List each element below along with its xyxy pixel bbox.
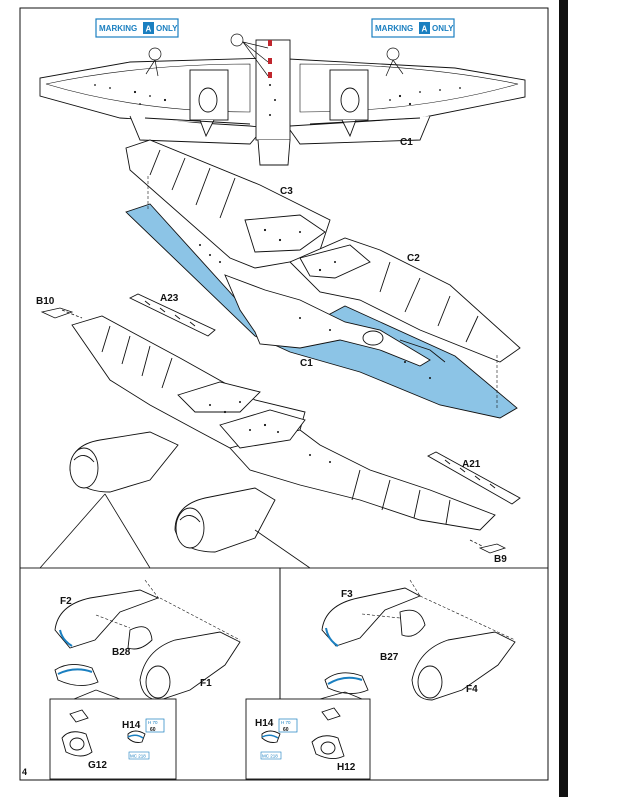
label-f3: F3 xyxy=(341,589,353,600)
marking-badge-letter: A xyxy=(146,25,152,34)
marking-badge-text: MARKING xyxy=(99,24,137,33)
label-h14-left: H14 xyxy=(122,720,141,731)
paint-ref-box-left xyxy=(145,718,165,733)
label-h14-right: H14 xyxy=(255,718,274,729)
marking-badge-text: ONLY xyxy=(156,24,178,33)
label-b10: B10 xyxy=(36,296,55,307)
panel-right-parts xyxy=(321,587,516,701)
marking-badge-text: MARKING xyxy=(375,24,413,33)
wing-center-c1 xyxy=(224,274,446,367)
red-markers xyxy=(268,40,272,78)
label-f4: F4 xyxy=(466,684,478,695)
label-b9: B9 xyxy=(494,554,507,565)
wing-underside-c1 xyxy=(39,39,526,166)
label-c2: C2 xyxy=(407,253,420,264)
paint-ref-left-bottom: MC 218 xyxy=(130,754,146,759)
marking-callout-right xyxy=(385,47,404,77)
label-c1-top: C1 xyxy=(400,137,413,148)
detail-leader-lines xyxy=(39,493,311,569)
marking-badge-right: MARKING A ONLY xyxy=(371,18,455,38)
aileron-a23 xyxy=(128,293,216,337)
label-b28: B28 xyxy=(112,647,131,658)
label-h12: H12 xyxy=(337,762,356,773)
label-f2: F2 xyxy=(60,596,72,607)
label-b27: B27 xyxy=(380,652,399,663)
paint-ref-label-right xyxy=(260,751,282,760)
panel-left-leaders xyxy=(95,579,241,641)
rivet-dots-mid xyxy=(199,228,431,379)
label-a21: A21 xyxy=(462,459,481,470)
wing-half-c3 xyxy=(125,139,331,269)
label-c3: C3 xyxy=(280,186,293,197)
paint-ref-left-top: H 70 xyxy=(148,720,158,725)
panel-left-parts xyxy=(54,589,241,701)
inset-right-parts xyxy=(261,707,345,759)
paint-ref-left-num: 60 xyxy=(150,727,156,733)
wing-upper-right xyxy=(177,381,496,531)
label-a23: A23 xyxy=(160,293,179,304)
rivet-dots-lower xyxy=(209,401,331,463)
marking-callout-left xyxy=(145,47,162,77)
page-edge-bar xyxy=(559,0,568,797)
part-b10 xyxy=(40,307,83,319)
paint-ref-box-right xyxy=(278,718,298,733)
alignment-lines-mid xyxy=(147,176,498,408)
paint-ref-right-top: H 70 xyxy=(281,720,291,725)
label-g12: G12 xyxy=(88,760,107,771)
label-f1: F1 xyxy=(200,678,212,689)
detail-panel-right xyxy=(279,567,549,781)
aileron-a21 xyxy=(427,451,521,505)
paint-ref-right-bottom: MC 218 xyxy=(262,754,278,759)
page-number: 4 xyxy=(22,767,27,777)
part-b9 xyxy=(469,539,507,554)
inset-left-parts xyxy=(61,709,146,757)
marking-badge-left: MARKING A ONLY xyxy=(95,18,179,38)
paint-ref-right-num: 60 xyxy=(283,727,289,733)
panel-right-leaders xyxy=(361,579,516,641)
nacelle-right xyxy=(174,487,276,553)
nacelle-left xyxy=(69,431,179,493)
probe-callout xyxy=(230,33,269,77)
rivet-dots-top xyxy=(94,84,461,116)
paint-ref-label-left xyxy=(128,751,150,760)
label-c1-mid: C1 xyxy=(300,358,313,369)
marking-badge-text: ONLY xyxy=(432,24,454,33)
marking-badge-letter: A xyxy=(422,25,428,34)
